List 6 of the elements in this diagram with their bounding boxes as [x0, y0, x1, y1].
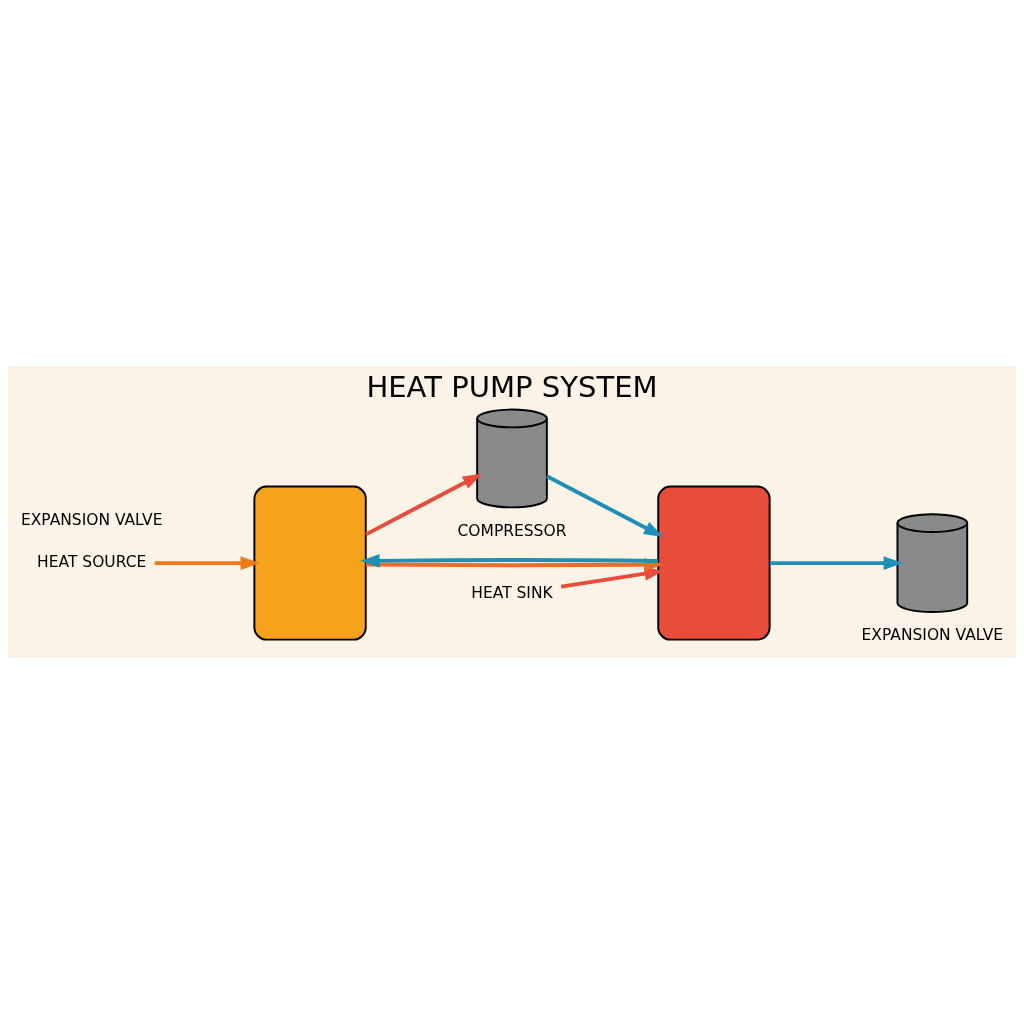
node-text: HEAT SOURCE	[37, 552, 147, 571]
label: EXPANSION VALVE	[20, 511, 163, 530]
node-label: EXPANSION VALVE	[861, 626, 1004, 645]
node-text: HEAT SINK	[471, 583, 553, 602]
diagram-title: HEAT PUMP SYSTEM	[366, 369, 658, 404]
node-label: COMPRESSOR	[457, 521, 567, 540]
